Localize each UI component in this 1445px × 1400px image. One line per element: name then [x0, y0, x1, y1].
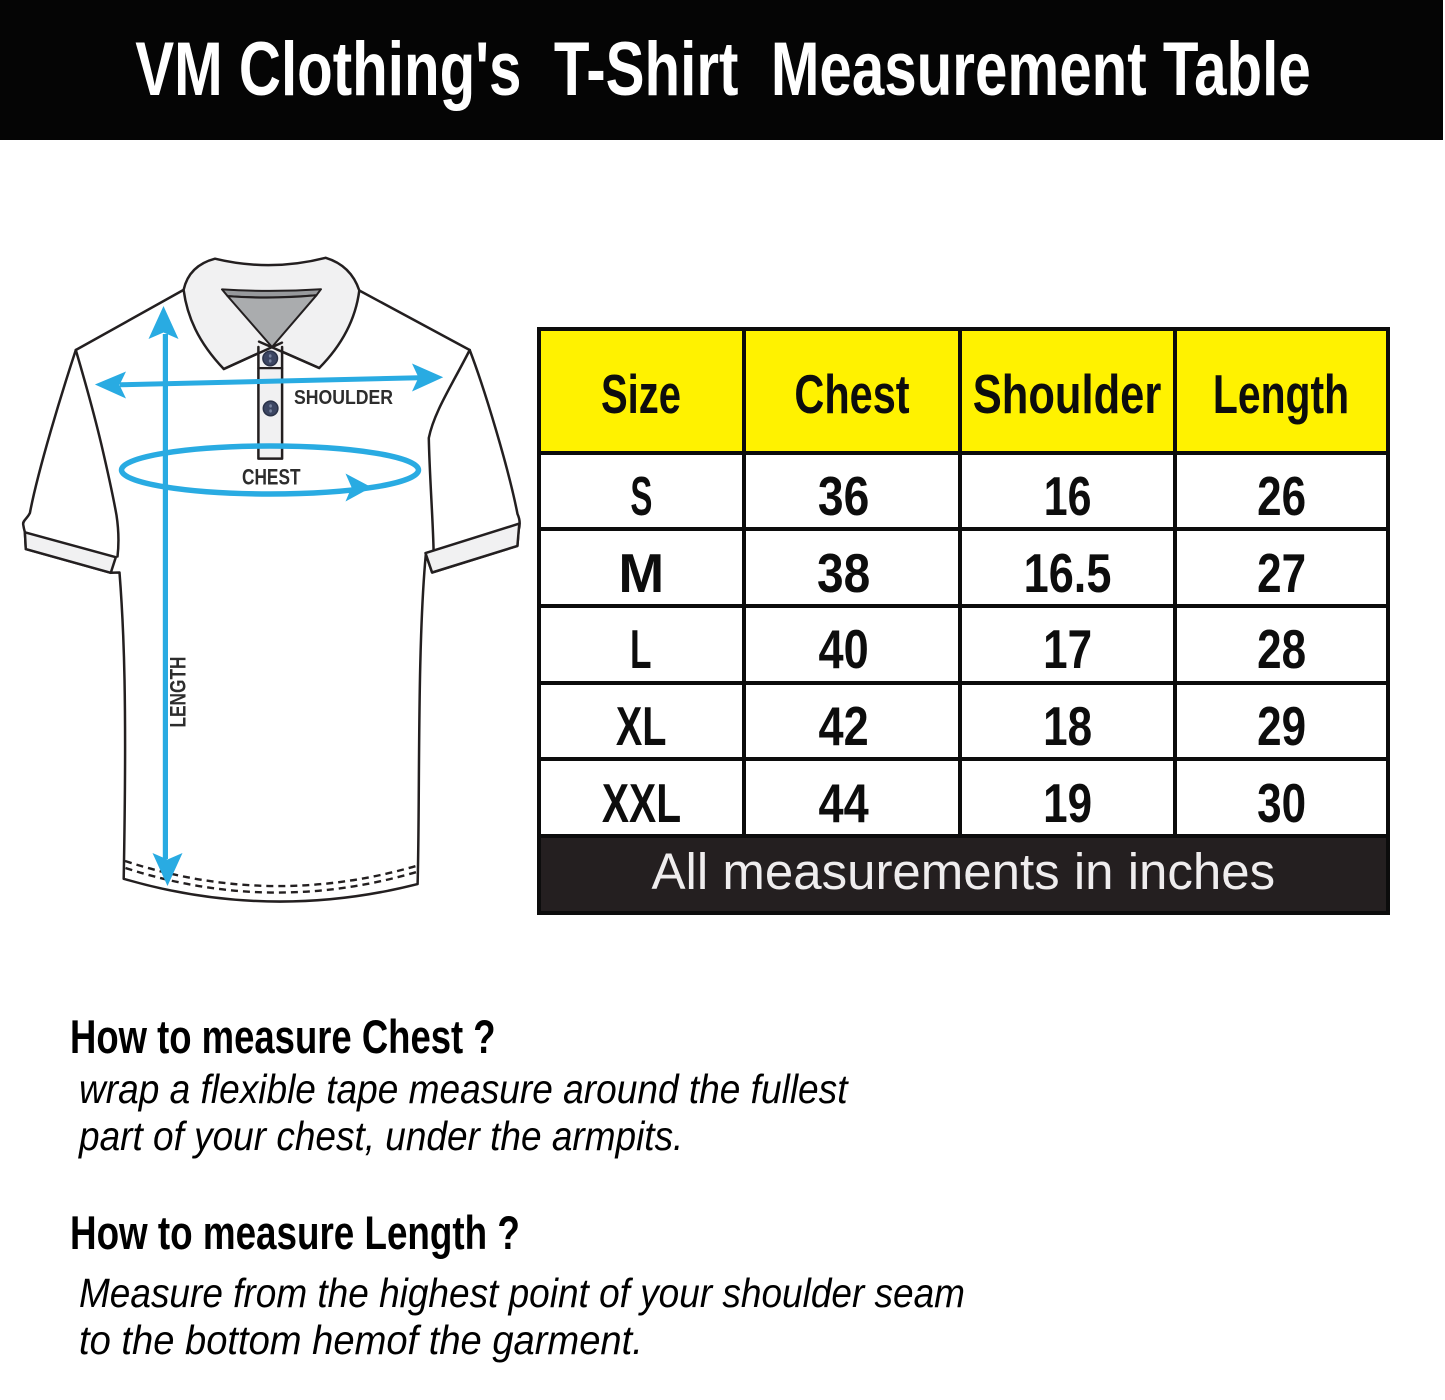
svg-text:CHEST: CHEST — [242, 465, 301, 490]
svg-text:SHOULDER: SHOULDER — [294, 387, 393, 409]
svg-text:LENGTH: LENGTH — [166, 657, 191, 728]
